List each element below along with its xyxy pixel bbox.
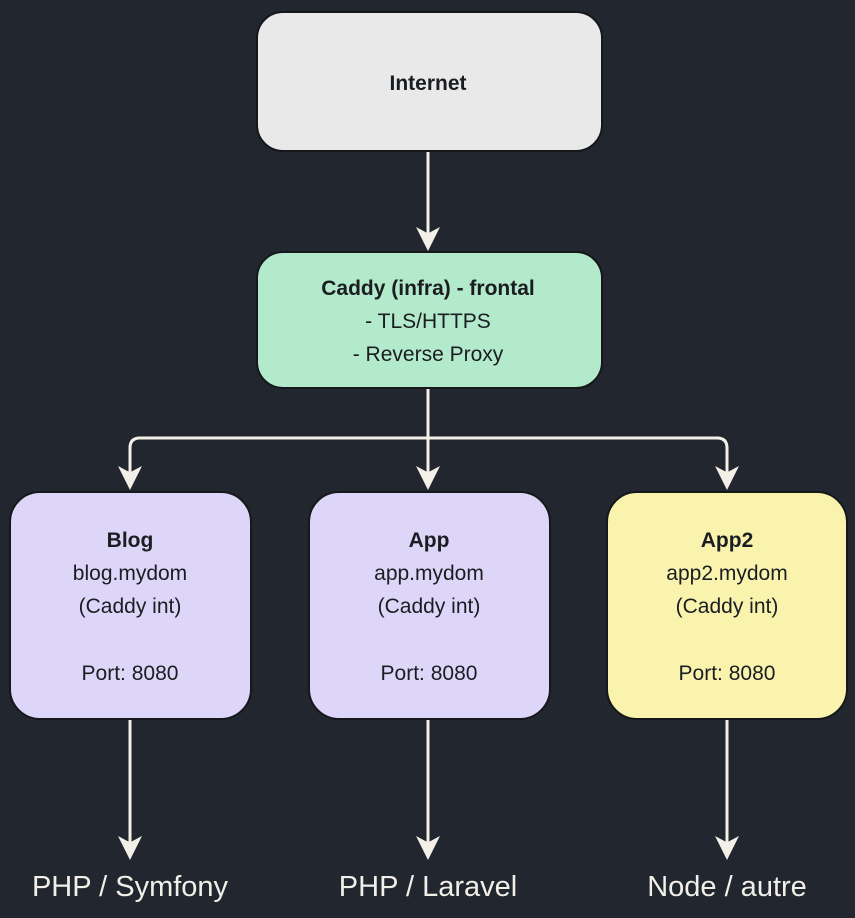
node-app-title: App [409,529,450,552]
node-app2: App2 app2.mydom (Caddy int) Port: 8080 [606,491,848,720]
node-app2-port: Port: 8080 [679,662,776,685]
node-blog: Blog blog.mydom (Caddy int) Port: 8080 [9,491,252,720]
node-caddy-box [256,251,603,389]
node-app-host: app.mydom [374,562,484,585]
node-blog-title: Blog [107,529,154,552]
node-app2-host: app2.mydom [666,562,787,585]
node-app: App app.mydom (Caddy int) Port: 8080 [308,491,551,720]
node-app2-title: App2 [701,529,754,552]
label-blog-tech: PHP / Symfony [32,871,229,903]
node-app-via: (Caddy int) [378,595,481,618]
node-app-port: Port: 8080 [381,662,478,685]
label-app2-tech: Node / autre [647,871,807,903]
node-internet-box [256,11,603,152]
node-caddy: Caddy (infra) - frontal - TLS/HTTPS - Re… [256,251,603,389]
node-blog-port: Port: 8080 [82,662,179,685]
node-app-box [308,491,551,720]
node-blog-host: blog.mydom [73,562,187,585]
arrow-caddy-to-blog [118,436,428,490]
arrow-caddy-to-app2 [428,436,739,490]
node-caddy-feature-proxy: - Reverse Proxy [353,343,504,366]
leaf-labels: PHP / Symfony PHP / Laravel Node / autre [32,871,807,903]
node-blog-box [9,491,252,720]
label-app-tech: PHP / Laravel [339,871,517,903]
connectors [118,151,739,860]
node-internet-title: Internet [389,72,466,95]
node-caddy-feature-tls: - TLS/HTTPS [365,310,491,333]
node-app2-via: (Caddy int) [676,595,779,618]
node-internet: Internet [256,11,603,152]
node-caddy-title: Caddy (infra) - frontal [321,277,535,300]
node-blog-via: (Caddy int) [79,595,182,618]
node-app2-box [606,491,848,720]
